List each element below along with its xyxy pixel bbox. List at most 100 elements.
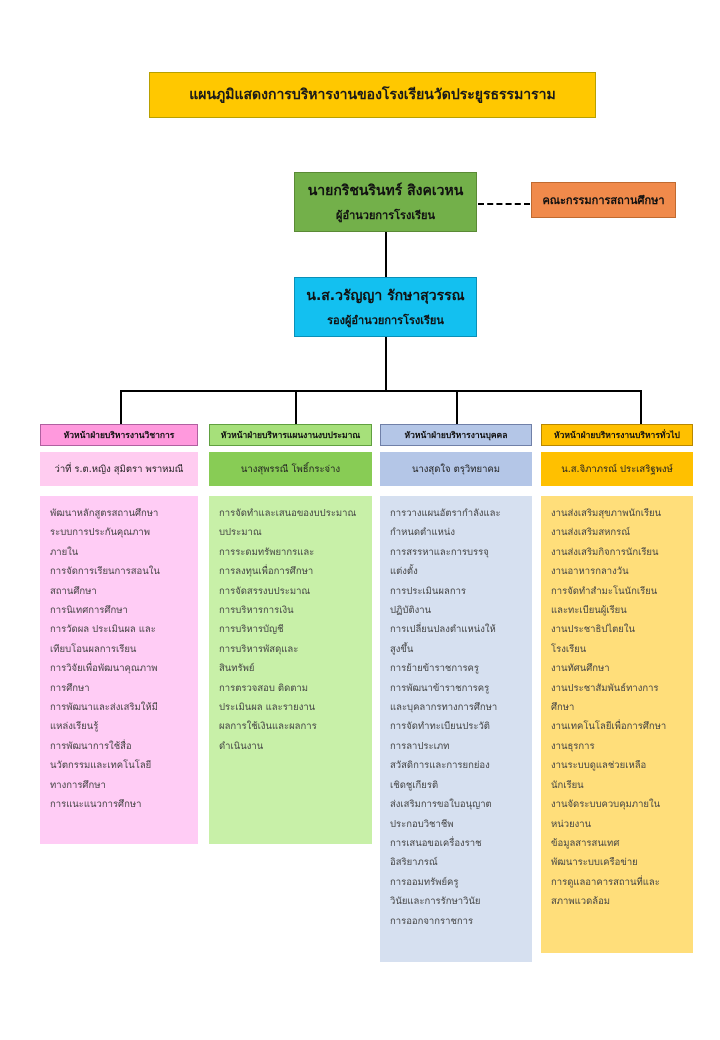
dept-task-list-personnel: การวางแผนอัตรากำลังและกำหนดตำแหน่งการสรร… [380,496,532,962]
task-item: การบริหารพัสดุและ [219,643,299,655]
task-item: การตรวจสอบ ติดตาม [219,682,309,694]
committee-box: คณะกรรมการสถานศึกษา [531,182,676,218]
director-name: นายกริชนรินทร์ สิงคเวหน [307,183,464,199]
dept-header-budget: หัวหน้าฝ่ายบริหารแผนงานงบประมาณ [209,424,372,446]
task-item: การพัฒนาและส่งเสริมให้มี [50,702,158,714]
task-item: การระดมทรัพยากรและ [219,546,315,558]
committee-connector [478,203,530,205]
deputy-role: รองผู้อำนวยการโรงเรียน [327,314,444,327]
deputy-name: น.ส.วรัญญา รักษาสุวรรณ [306,288,465,304]
task-item: อิสริยาภรณ์ [390,857,438,869]
task-item: งานส่งเสริมสหกรณ์ [551,527,631,539]
task-item: นักเรียน [551,779,584,791]
branch-line-general [640,390,642,424]
task-item: งานประชาธิปไตยใน [551,624,635,636]
task-item: งานส่งเสริมกิจการนักเรียน [551,546,659,558]
task-item: การวางแผนอัตรากำลังและ [390,508,501,519]
task-item: งานระบบดูแลช่วยเหลือ [551,760,647,772]
dept-header-general: หัวหน้าฝ่ายบริหารงานบริหารทั่วไป [541,424,693,446]
director-role: ผู้อำนวยการโรงเรียน [336,209,435,222]
task-item: การจัดการเรียนการสอนใน [50,566,160,578]
task-item: กำหนดตำแหน่ง [390,527,456,539]
task-item: ดำเนินงาน [219,740,264,752]
task-item: การดูแลอาคารสถานที่และ [551,876,660,888]
task-item: เทียบโอนผลการเรียน [50,643,137,655]
task-item: การสรรหาและการบรรจุ [390,546,489,558]
task-item: การพัฒนาข้าราชการครู [390,682,490,694]
task-item: ปฏิบัติงาน [390,605,432,617]
dept-header-personnel: หัวหน้าฝ่ายบริหารงานบุคคล [380,424,532,446]
task-item: การจัดสรรงบประมาณ [219,585,311,597]
task-item: การประเมินผลการ [390,585,467,597]
dept-head-name-personnel: นางสุดใจ ตรุวิทยาคม [380,452,532,486]
task-item: การเปลี่ยนปลงตำแหน่งให้ [390,624,496,636]
task-item: ผลการใช้เงินและผลการ [219,721,317,733]
task-item: หน่วยงาน [551,818,592,830]
task-item: และบุคลากรทางการศึกษา [390,702,498,714]
task-item: การจัดทำทะเบียนประวัติ [390,721,490,733]
dept-task-list-budget: การจัดทำและเสนอของบประมาณบประมาณการระดมท… [209,496,372,844]
task-item: งานธุรการ [551,740,595,752]
chart-title: แผนภูมิแสดงการบริหารงานของโรงเรียนวัดประ… [149,72,596,118]
task-item: การวัดผล ประเมินผล และ [50,624,156,636]
task-item: สภาพแวดล้อม [551,896,611,908]
branch-line-budget [295,390,297,424]
director-box: นายกริชนรินทร์ สิงคเวหน ผู้อำนวยการโรงเร… [294,172,477,232]
task-item: บประมาณ [219,527,262,539]
task-item: ข้อมูลสารสนเทศ [551,837,620,849]
task-item: ส่งเสริมการขอใบอนุญาต [390,799,492,811]
deputy-bus-line [385,337,387,391]
task-item: การย้ายข้าราชการครู [390,663,480,675]
director-deputy-line [385,232,387,277]
horizontal-bus-line [120,390,642,392]
task-item: พัฒนาหลักสูตรสถานศึกษา [50,508,159,519]
task-item: ระบบการประกันคุณภาพ [50,527,150,539]
deputy-box: น.ส.วรัญญา รักษาสุวรรณ รองผู้อำนวยการโรง… [294,277,477,337]
dept-header-academic: หัวหน้าฝ่ายบริหารงานวิชาการ [40,424,198,446]
branch-line-personnel [456,390,458,424]
task-item: การจัดทำและเสนอของบประมาณ [219,508,357,519]
task-item: พัฒนาระบบเครือข่าย [551,857,638,869]
task-item: การบริหารบัญชี [219,624,284,636]
task-item: งานประชาสัมพันธ์ทางการ [551,682,659,694]
task-item: สวัสดิการและการยกย่อง [390,760,490,772]
task-item: งานทัศนศึกษา [551,663,610,675]
task-item: โรงเรียน [551,643,587,655]
task-item: การออมทรัพย์ครู [390,876,459,888]
task-item: แต่งตั้ง [390,566,418,578]
task-item: งานเทคโนโลยีเพื่อการศึกษา [551,721,667,733]
task-item: การศึกษา [50,682,90,694]
task-item: การลาประเภท [390,740,450,752]
dept-head-name-general: น.ส.จิภาภรณ์ ประเสริฐพงษ์ [541,452,693,486]
task-item: การนิเทศการศึกษา [50,605,128,617]
dept-task-list-academic: พัฒนาหลักสูตรสถานศึกษาระบบการประกันคุณภา… [40,496,198,844]
task-item: และทะเบียนผู้เรียน [551,605,627,617]
task-item: งานจัดระบบควบคุมภายใน [551,799,661,811]
task-item: ทางการศึกษา [50,779,106,791]
task-item: การลงทุนเพื่อการศึกษา [219,566,314,578]
task-item: การออกจากราชการ [390,915,474,927]
task-item: สถานศึกษา [50,585,97,597]
task-item: แหล่งเรียนรู้ [50,721,99,733]
task-item: การบริหารการเงิน [219,605,294,617]
task-item: การวิจัยเพื่อพัฒนาคุณภาพ [50,663,158,675]
task-item: ประเมินผล และรายงาน [219,702,316,714]
task-item: ศึกษา [551,702,575,714]
task-item: การแนะแนวการศึกษา [50,799,142,811]
dept-task-list-general: งานส่งเสริมสุขภาพนักเรียนงานส่งเสริมสหกร… [541,496,693,953]
branch-line-academic [120,390,122,424]
task-item: ประกอบวิชาชีพ [390,818,454,830]
dept-head-name-academic: ว่าที่ ร.ต.หญิง สุมิตรา พราหมณี [40,452,198,486]
dept-head-name-budget: นางสุพรรณี โพธิ์กระจ่าง [209,452,372,486]
task-item: ภายใน [50,546,79,558]
task-item: งานอาหารกลางวัน [551,566,629,578]
task-item: สินทรัพย์ [219,663,255,675]
task-item: วินัยและการรักษาวินัย [390,896,481,908]
task-item: การพัฒนาการใช้สื่อ [50,740,132,752]
task-item: งานส่งเสริมสุขภาพนักเรียน [551,508,662,519]
task-item: สูงขึ้น [390,643,414,655]
task-item: นวัตกรรมและเทคโนโลยี [50,760,152,772]
task-item: การเสนอขอเครื่องราช [390,837,482,849]
task-item: การจัดทำสำมะโนนักเรียน [551,585,658,597]
task-item: เชิดชูเกียรติ [390,779,439,791]
